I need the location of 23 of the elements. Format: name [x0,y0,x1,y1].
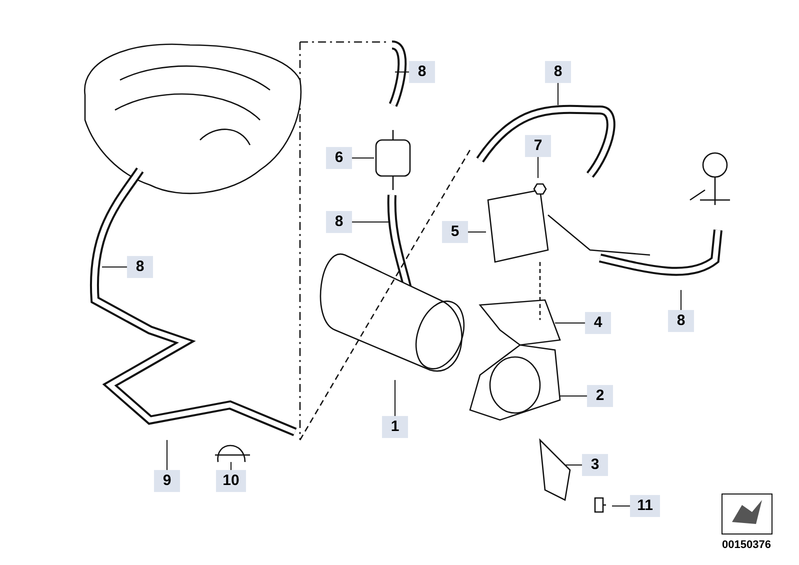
callout-number: 10 [216,470,246,492]
callout-number: 8 [127,256,153,278]
callout-number: 1 [382,416,408,438]
diagram-number: 00150376 [722,539,771,551]
leader-line [680,290,682,310]
callout-number: 8 [545,61,571,83]
callout-number: 3 [582,454,608,476]
callout-number: 4 [585,312,611,334]
callout-number: 5 [442,221,468,243]
callout-number: 7 [525,135,551,157]
leader-line [564,464,582,466]
leader-line [554,322,586,324]
leader-line [166,440,168,470]
callout-number: 8 [409,61,435,83]
leader-line [102,266,128,268]
leader-line [230,462,232,470]
leader-line [394,380,396,416]
callout-number: 2 [587,385,613,407]
callout-number: 6 [326,147,352,169]
callout-number: 8 [668,310,694,332]
callout-number: 8 [326,211,352,233]
callout-number: 11 [630,495,660,517]
callout-number: 9 [154,470,180,492]
